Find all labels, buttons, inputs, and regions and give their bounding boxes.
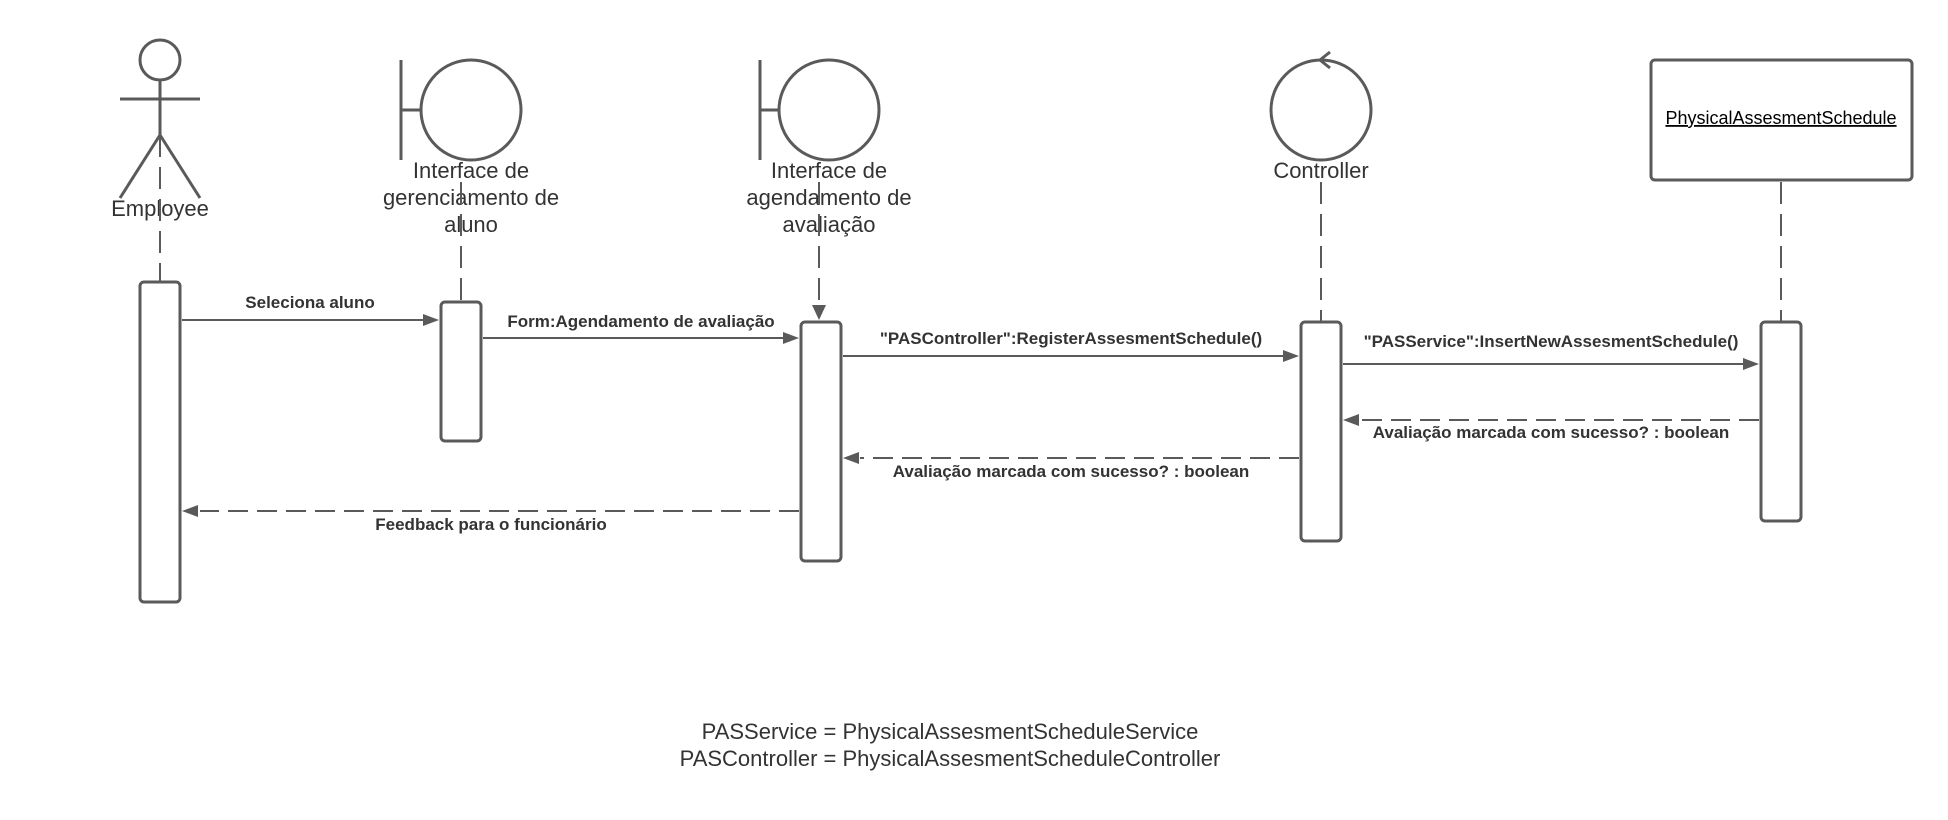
message-insert-new-assesment-schedule: "PASService":InsertNewAssesmentSchedule(… <box>1343 332 1759 370</box>
return-label: Avaliação marcada com sucesso? : boolean <box>1373 423 1730 442</box>
activation-employee <box>138 280 182 604</box>
message-seleciona-aluno: Seleciona aluno <box>182 293 439 326</box>
lifeline-arrow-icon <box>812 305 826 320</box>
participant-label-entity: PhysicalAssesmentSchedule <box>1665 108 1896 128</box>
message-register-assesment-schedule: "PASController":RegisterAssesmentSchedul… <box>843 329 1299 362</box>
boundary-circle-icon <box>419 58 523 162</box>
message-label: Form:Agendamento de avaliação <box>507 312 774 331</box>
participant-label-student-ui-2: gerenciamento de <box>383 185 559 210</box>
actor-head-icon <box>138 38 182 82</box>
boundary-circle-icon <box>777 58 881 162</box>
note-pas-service: PASService = PhysicalAssesmentScheduleSe… <box>702 719 1199 744</box>
arrow-head-icon <box>1343 414 1359 426</box>
control-arrow-icon <box>1317 50 1331 70</box>
control-controller: Controller <box>1269 50 1373 183</box>
return-controller-to-schedule-ui: Avaliação marcada com sucesso? : boolean <box>843 452 1299 481</box>
participant-label-schedule-ui-1: Interface de <box>771 158 887 183</box>
boundary-schedule-ui: Interface de agendamento de avaliação <box>746 58 912 237</box>
activation-schedule-ui <box>799 320 843 563</box>
return-label: Avaliação marcada com sucesso? : boolean <box>893 462 1250 481</box>
arrow-head-icon <box>182 505 198 517</box>
activation-student-ui <box>439 300 483 443</box>
participant-label-schedule-ui-3: avaliação <box>783 212 876 237</box>
actor-right-leg <box>158 134 202 199</box>
activation-controller <box>1299 320 1343 543</box>
participant-label-controller: Controller <box>1273 158 1368 183</box>
return-schedule-ui-to-employee: Feedback para o funcionário <box>182 505 799 534</box>
return-entity-to-controller: Avaliação marcada com sucesso? : boolean <box>1343 414 1759 442</box>
activation-entity <box>1759 320 1803 523</box>
actor-employee: Employee <box>111 38 209 221</box>
participant-label-schedule-ui-2: agendamento de <box>746 185 911 210</box>
entity-box <box>1649 58 1914 182</box>
boundary-student-ui: Interface de gerenciamento de aluno <box>383 58 559 237</box>
actor-left-leg <box>118 134 162 199</box>
arrow-head-icon <box>1743 358 1759 370</box>
arrow-head-icon <box>843 452 859 464</box>
message-label: "PASService":InsertNewAssesmentSchedule(… <box>1364 332 1739 351</box>
arrow-head-icon <box>1283 350 1299 362</box>
arrow-head-icon <box>783 332 799 344</box>
message-form-agendamento: Form:Agendamento de avaliação <box>483 312 799 344</box>
message-label: "PASController":RegisterAssesmentSchedul… <box>880 329 1262 348</box>
arrow-head-icon <box>423 314 439 326</box>
message-label: Seleciona aluno <box>245 293 374 312</box>
return-label: Feedback para o funcionário <box>375 515 606 534</box>
participant-label-student-ui-3: aluno <box>444 212 498 237</box>
participant-label-student-ui-1: Interface de <box>413 158 529 183</box>
note-pas-controller: PASController = PhysicalAssesmentSchedul… <box>680 746 1221 771</box>
control-circle-icon <box>1269 58 1373 162</box>
entity-physical-assesment-schedule: PhysicalAssesmentSchedule <box>1649 58 1914 182</box>
